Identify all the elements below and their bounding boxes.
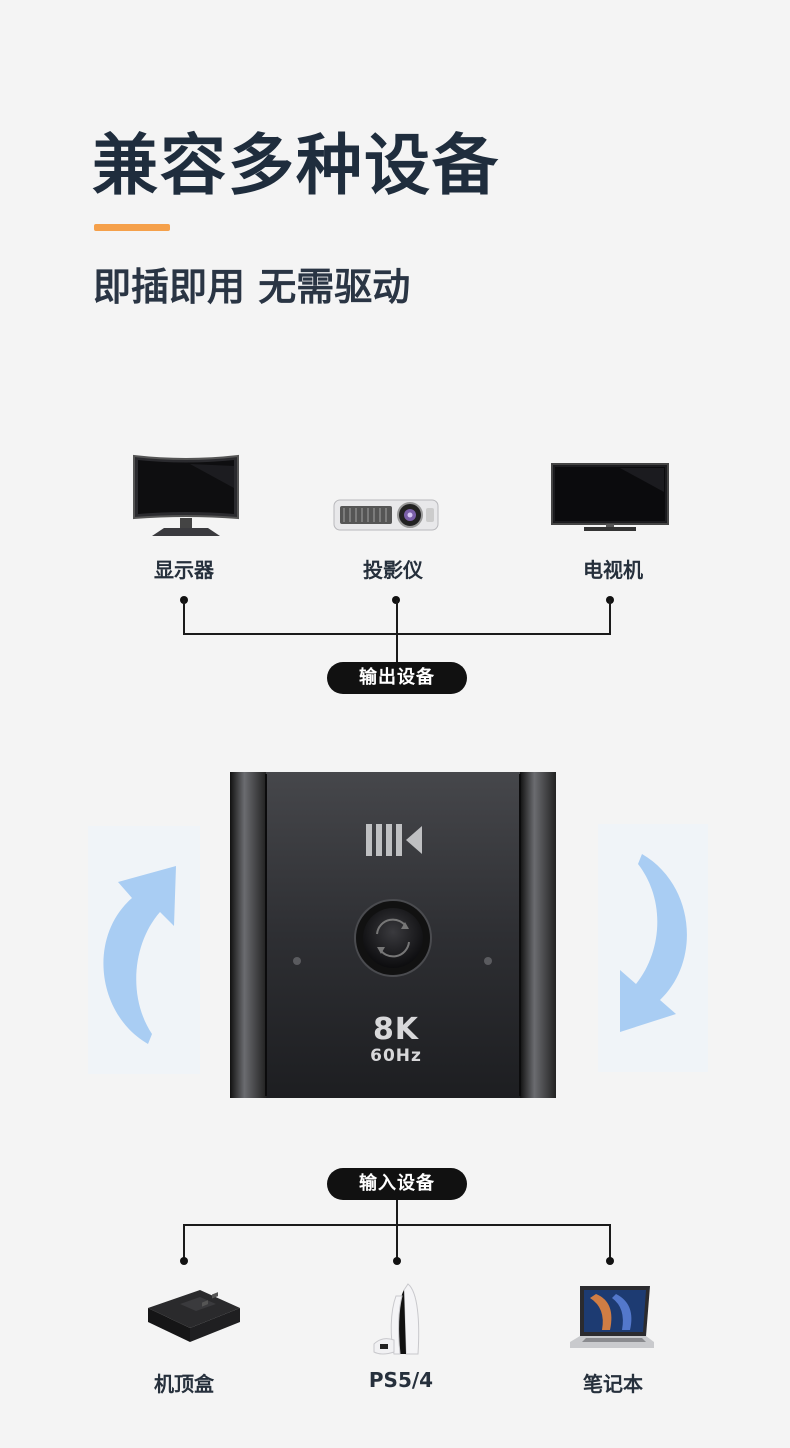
connector-dot	[180, 1257, 188, 1265]
input-devices-badge: 输入设备	[327, 1168, 467, 1200]
output-device-label-tv: 电视机	[583, 558, 643, 582]
connector-line	[183, 600, 185, 635]
rotate-up-arrow-icon	[88, 826, 200, 1078]
page-title: 兼容多种设备	[92, 127, 500, 204]
connector-dot	[393, 1257, 401, 1265]
output-device-label-projector: 投影仪	[363, 558, 423, 582]
monitor-icon	[130, 452, 242, 544]
tv-icon	[550, 462, 670, 536]
resolution-label: 8K	[372, 1012, 420, 1047]
output-device-label-monitor: 显示器	[154, 558, 214, 582]
refresh-rate-label: 60Hz	[370, 1046, 422, 1066]
connector-line	[609, 600, 611, 635]
input-device-label-set-top-box: 机顶盒	[154, 1372, 214, 1396]
input-device-label-laptop: 笔记本	[583, 1372, 643, 1396]
connector-dot	[606, 1257, 614, 1265]
output-devices-badge: 输出设备	[327, 662, 467, 694]
rotate-down-arrow-icon	[598, 824, 708, 1076]
projector-icon	[332, 494, 440, 540]
accent-bar	[94, 224, 170, 231]
page-subtitle: 即插即用 无需驱动	[93, 265, 411, 309]
switch-logo-icon	[364, 822, 424, 862]
led-indicator	[293, 957, 301, 965]
switch-button[interactable]	[353, 898, 433, 982]
game-console-icon	[372, 1282, 432, 1362]
connector-line	[609, 1224, 611, 1260]
connector-line	[183, 1224, 611, 1226]
connector-line	[183, 1224, 185, 1260]
laptop-icon	[566, 1284, 656, 1360]
input-device-label-console: PS5/4	[368, 1368, 434, 1392]
connector-line	[396, 1200, 398, 1260]
led-indicator	[484, 957, 492, 965]
set-top-box-icon	[144, 1286, 244, 1350]
connector-line	[396, 600, 398, 662]
